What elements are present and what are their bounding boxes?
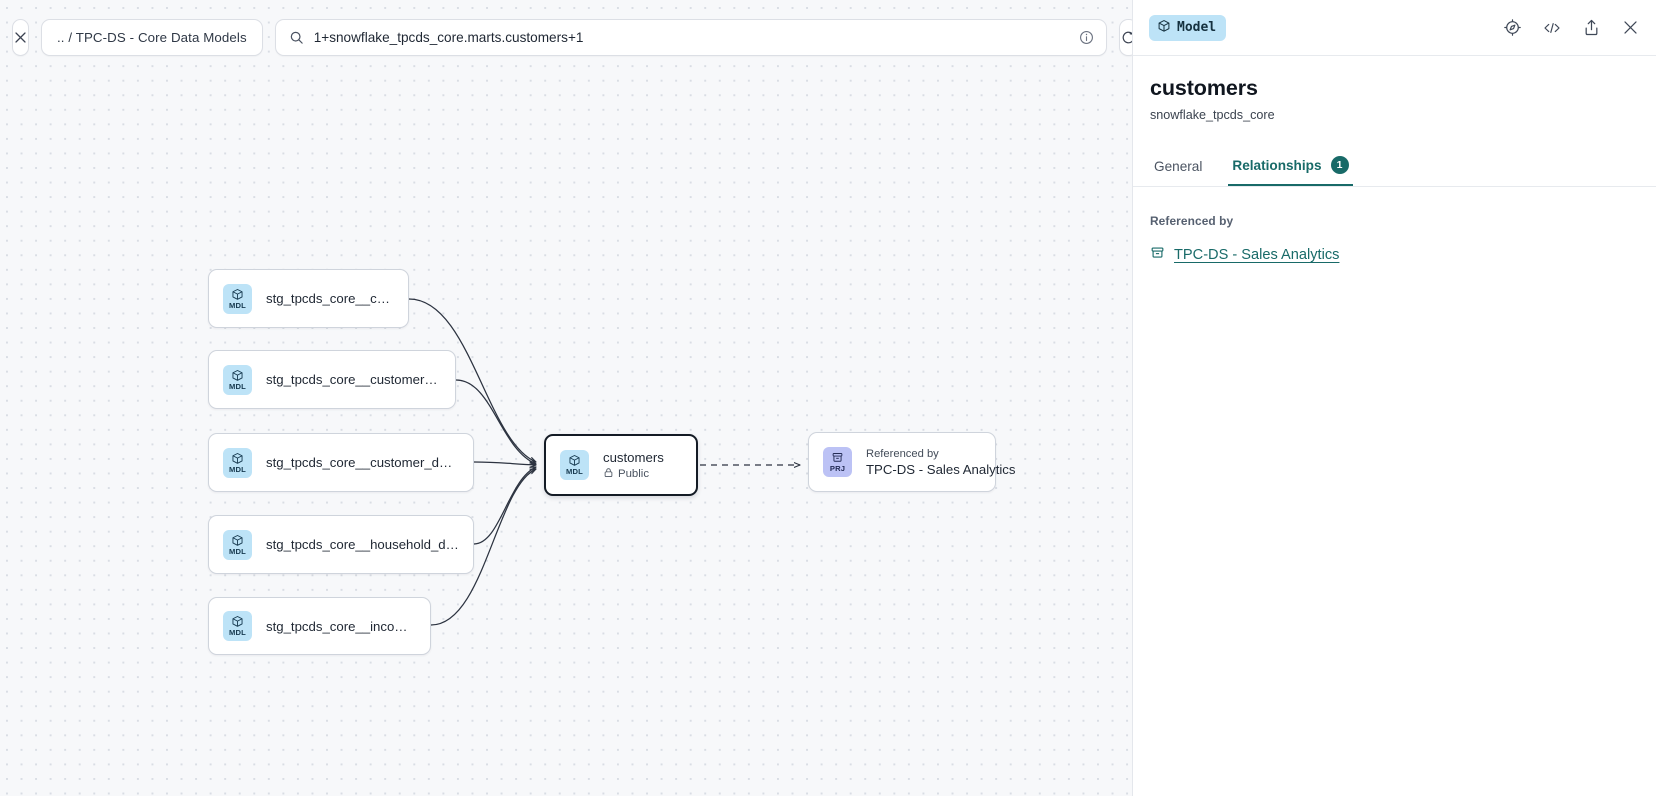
cube-icon bbox=[568, 454, 581, 467]
lineage-canvas[interactable]: .. / TPC-DS - Core Data Models 1+snowfla… bbox=[0, 0, 1132, 796]
lineage-node-downstream[interactable]: PRJ Referenced by TPC-DS - Sales Analyti… bbox=[808, 432, 1016, 492]
node-type-badge-prj: PRJ bbox=[823, 447, 852, 477]
details-panel-actions bbox=[1503, 18, 1640, 38]
badge-text: MDL bbox=[228, 546, 247, 556]
list-item[interactable]: TPC-DS - Sales Analytics bbox=[1150, 245, 1656, 265]
tab-relationships-count: 1 bbox=[1330, 156, 1349, 174]
info-circle-icon[interactable] bbox=[1079, 30, 1094, 45]
explore-icon[interactable] bbox=[1503, 18, 1522, 37]
node-type-badge-mdl: MDL bbox=[223, 283, 252, 314]
project-icon bbox=[1150, 245, 1165, 265]
breadcrumb-text: .. / TPC-DS - Core Data Models bbox=[57, 29, 247, 45]
node-type-badge-mdl: MDL bbox=[223, 529, 252, 560]
refresh-icon bbox=[1120, 29, 1132, 46]
details-panel: Model bbox=[1132, 0, 1656, 796]
details-tabs: General Relationships 1 bbox=[1133, 149, 1656, 187]
close-lineage-button[interactable] bbox=[12, 18, 29, 56]
cube-icon bbox=[231, 615, 244, 628]
node-title: TPC-DS - Sales Analytics bbox=[866, 461, 1016, 477]
details-panel-header: Model bbox=[1133, 0, 1656, 56]
share-icon[interactable] bbox=[1582, 18, 1601, 37]
tab-relationships[interactable]: Relationships 1 bbox=[1228, 156, 1353, 186]
lineage-node-upstream[interactable]: MDL stg_tpcds_core__customer bbox=[208, 269, 409, 328]
cube-icon bbox=[231, 369, 244, 382]
visibility-label: Public bbox=[618, 467, 650, 480]
search-icon bbox=[289, 30, 304, 45]
lineage-node-upstream[interactable]: MDL stg_tpcds_core__customer_address bbox=[208, 350, 456, 409]
node-type-badge-mdl: MDL bbox=[560, 450, 589, 480]
lineage-nodes: MDL stg_tpcds_core__customer MDL stg_tpc… bbox=[208, 269, 1016, 655]
search-input-value[interactable]: 1+snowflake_tpcds_core.marts.customers+1 bbox=[313, 29, 584, 45]
lineage-edges bbox=[408, 298, 1132, 626]
node-label: stg_tpcds_core__household_demogr… bbox=[266, 537, 459, 552]
lock-icon bbox=[603, 467, 614, 481]
tab-relationships-label: Relationships bbox=[1232, 157, 1322, 173]
node-label: stg_tpcds_core__customer_demogra… bbox=[266, 455, 459, 470]
node-label: stg_tpcds_core__customer_address bbox=[266, 372, 441, 387]
referenced-by-label: Referenced by bbox=[1150, 214, 1234, 228]
badge-text: MDL bbox=[228, 628, 247, 637]
cube-icon bbox=[231, 452, 244, 465]
badge-text: MDL bbox=[228, 464, 247, 474]
lineage-node-upstream[interactable]: MDL stg_tpcds_core__customer_demogra… bbox=[208, 433, 474, 492]
badge-text: MDL bbox=[228, 300, 247, 310]
code-icon[interactable] bbox=[1542, 18, 1562, 38]
badge-text: MDL bbox=[228, 381, 247, 391]
badge-text: MDL bbox=[565, 467, 584, 476]
tab-general-label: General bbox=[1154, 159, 1203, 174]
breadcrumb[interactable]: .. / TPC-DS - Core Data Models bbox=[41, 18, 263, 56]
lineage-node-focus[interactable]: MDL customers Public bbox=[544, 434, 698, 496]
node-label: stg_tpcds_core__customer bbox=[266, 291, 394, 306]
node-caption: Referenced by bbox=[866, 447, 939, 460]
close-icon bbox=[13, 30, 28, 45]
tab-general[interactable]: General bbox=[1150, 159, 1206, 186]
cube-icon bbox=[231, 534, 244, 547]
page-title: customers bbox=[1150, 76, 1258, 100]
lineage-node-upstream[interactable]: MDL stg_tpcds_core__income_band bbox=[208, 597, 431, 655]
node-visibility: Public bbox=[603, 467, 664, 481]
referenced-by-link[interactable]: TPC-DS - Sales Analytics bbox=[1174, 247, 1340, 263]
model-type-chip: Model bbox=[1149, 14, 1227, 41]
cube-icon bbox=[1157, 19, 1171, 37]
node-type-badge-mdl: MDL bbox=[223, 611, 252, 641]
close-icon[interactable] bbox=[1621, 18, 1640, 37]
node-type-badge-mdl: MDL bbox=[223, 447, 252, 478]
project-icon bbox=[831, 451, 844, 464]
cube-icon bbox=[231, 288, 244, 301]
node-label: stg_tpcds_core__income_band bbox=[266, 618, 416, 634]
node-title: customers bbox=[603, 449, 664, 465]
refresh-lineage-button[interactable] bbox=[1118, 18, 1132, 56]
details-panel-body: Referenced by TPC-DS - Sales Analytics bbox=[1133, 187, 1656, 265]
canvas-toolbar: .. / TPC-DS - Core Data Models 1+snowfla… bbox=[0, 0, 1132, 74]
node-type-badge-mdl: MDL bbox=[223, 364, 252, 395]
lineage-node-upstream[interactable]: MDL stg_tpcds_core__household_demogr… bbox=[208, 515, 474, 574]
badge-text: PRJ bbox=[829, 464, 846, 473]
model-chip-label: Model bbox=[1177, 20, 1217, 35]
lineage-search-field[interactable]: 1+snowflake_tpcds_core.marts.customers+1 bbox=[274, 18, 1107, 56]
page-subtitle: snowflake_tpcds_core bbox=[1150, 108, 1275, 122]
